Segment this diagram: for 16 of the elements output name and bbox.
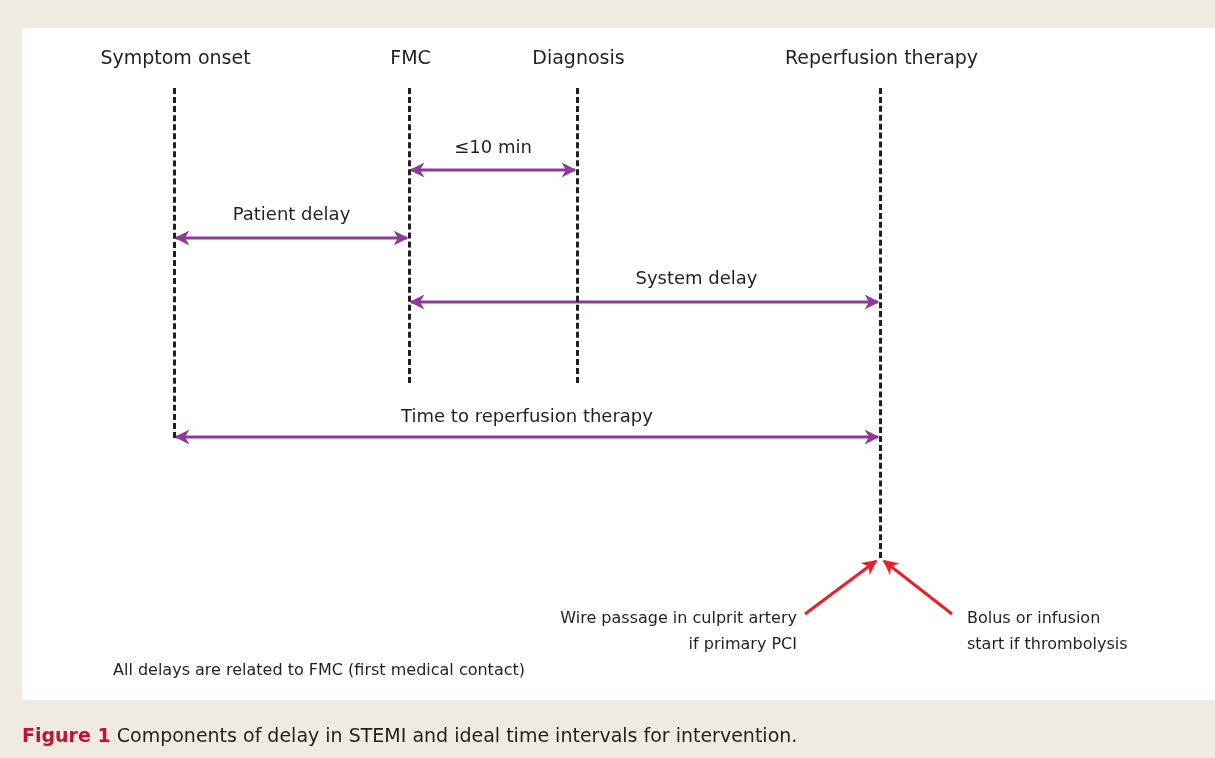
annotation-text: Wire passage in culprit artery if primary PCI [557,605,797,657]
annotation-text: Bolus or infusion start if thrombolysis [967,605,1137,657]
double-arrow [174,230,409,246]
event-label: FMC [390,46,431,68]
event-label: Symptom onset [100,46,251,68]
double-arrow [174,429,880,445]
arrow [882,559,953,616]
edge-label: Time to reperfusion therapy [399,405,655,426]
arrow [804,559,878,616]
double-arrow [409,294,880,310]
edge-label: System delay [633,267,760,288]
double-arrow [409,162,577,178]
figure-caption: Figure 1 Components of delay in STEMI and ideal time intervals for intervention. [22,724,798,746]
event-label: Diagnosis [532,46,625,68]
event-label: Reperfusion therapy [784,46,979,68]
note-text: All delays are related to FMC (first medical contact) [113,660,525,679]
